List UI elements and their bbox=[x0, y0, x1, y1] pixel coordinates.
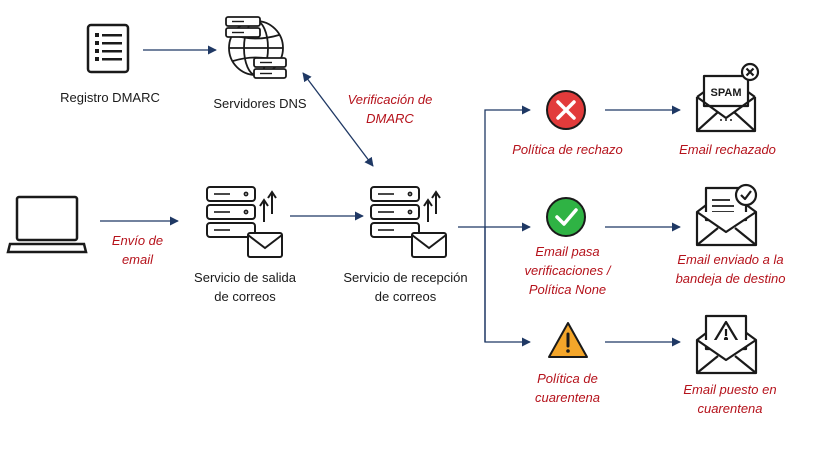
recepcion-line1: Servicio de recepción bbox=[343, 270, 468, 285]
envio-line1: Envío de bbox=[111, 233, 164, 248]
enviado-line2: bandeja de destino bbox=[675, 271, 786, 286]
cuarentena-line2: cuarentena bbox=[534, 390, 601, 405]
recepcion-line2: de correos bbox=[374, 289, 437, 304]
registro-label: Registro DMARC bbox=[60, 90, 160, 105]
salida-label: Servicio de salida de correos bbox=[170, 268, 320, 306]
arrow-dns-recepcion bbox=[302, 72, 374, 167]
pasa-line1: Email pasa bbox=[535, 244, 600, 259]
warning-envelope-icon bbox=[695, 314, 758, 375]
envio-line2: email bbox=[121, 252, 154, 267]
puesto-line1: Email puesto en bbox=[683, 382, 777, 397]
verified-envelope-icon bbox=[695, 183, 758, 247]
document-list-icon bbox=[86, 23, 130, 74]
mail-server-icon-recepcion bbox=[370, 186, 447, 258]
globe-server-icon bbox=[225, 16, 287, 79]
pasa-line3: Política None bbox=[528, 282, 607, 297]
laptop-icon bbox=[6, 195, 88, 254]
spam-envelope-icon: SPAM bbox=[695, 62, 760, 133]
dns-verification-label: Verificación de DMARC bbox=[325, 90, 455, 128]
rechazado-label: Email rechazado bbox=[679, 142, 776, 157]
puesto-label: Email puesto en cuarentena bbox=[660, 380, 800, 418]
dns-verification-line1: Verificación de bbox=[347, 92, 433, 107]
arrows bbox=[100, 45, 681, 347]
enviado-label: Email enviado a la bandeja de destino bbox=[658, 250, 803, 288]
rechazo-label: Política de rechazo bbox=[512, 142, 623, 157]
salida-line1: Servicio de salida bbox=[194, 270, 296, 285]
check-icon bbox=[546, 197, 586, 237]
salida-line2: de correos bbox=[214, 289, 276, 304]
pasa-label: Email pasa verificaciones / Política Non… bbox=[500, 242, 635, 299]
spam-badge: SPAM bbox=[711, 87, 742, 99]
dns-label: Servidores DNS bbox=[213, 96, 307, 111]
reject-icon bbox=[546, 90, 586, 130]
cuarentena-label: Política de cuarentena bbox=[505, 369, 630, 407]
pasa-line2: verificaciones / bbox=[524, 263, 611, 278]
enviado-line1: Email enviado a la bbox=[677, 252, 784, 267]
mail-server-icon-salida bbox=[206, 186, 283, 258]
puesto-line2: cuarentena bbox=[697, 401, 763, 416]
dns-verification-line2: DMARC bbox=[366, 111, 414, 126]
envio-label: Envío de email bbox=[95, 231, 180, 269]
cuarentena-line1: Política de bbox=[537, 371, 598, 386]
recepcion-label: Servicio de recepción de correos bbox=[328, 268, 483, 306]
warning-icon bbox=[548, 322, 588, 358]
arrow-to-cuarentena bbox=[484, 227, 531, 347]
